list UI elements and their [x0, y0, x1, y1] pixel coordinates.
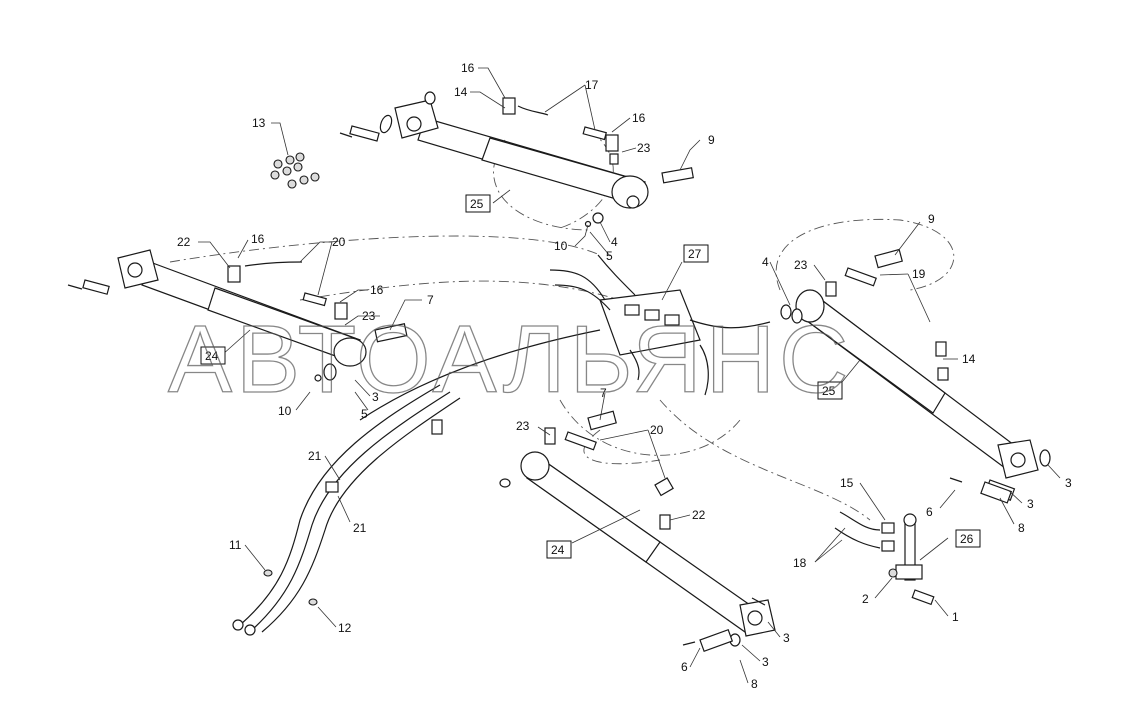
callout-3: 3	[372, 390, 379, 404]
callout-25: 25	[470, 197, 484, 211]
callout-4: 4	[611, 235, 618, 249]
valve-block	[359, 254, 771, 421]
callout-22: 22	[692, 508, 706, 522]
callout-4: 4	[762, 255, 769, 269]
callout-3: 3	[783, 631, 790, 645]
long-hoses	[232, 384, 461, 636]
callout-5: 5	[606, 249, 613, 263]
callout-12: 12	[338, 621, 352, 635]
hydraulic-cylinder-top	[339, 91, 649, 209]
callout-21: 21	[353, 521, 367, 535]
callout-23: 23	[637, 141, 651, 155]
callout-14: 14	[962, 352, 976, 366]
callout-9: 9	[928, 212, 935, 226]
small-pins	[263, 569, 318, 606]
watermark-text: АВТОАЛЬЯНС	[168, 306, 852, 413]
callout-5: 5	[361, 407, 368, 421]
callout-7: 7	[600, 386, 607, 400]
callout-labels: 16 14 17 16 23 9 13 25 10 4 5 22 16 20 1…	[177, 61, 1072, 691]
callout-25: 25	[822, 384, 836, 398]
callout-box-24	[200, 346, 226, 365]
nut-set	[270, 152, 320, 189]
callout-8: 8	[751, 677, 758, 691]
callout-21: 21	[308, 449, 322, 463]
callout-2: 2	[862, 592, 869, 606]
callout-20: 20	[332, 235, 346, 249]
callout-26: 26	[960, 532, 974, 546]
callout-3: 3	[1065, 476, 1072, 490]
top-fittings	[502, 97, 694, 228]
callout-13: 13	[252, 116, 266, 130]
callout-3: 3	[1027, 497, 1034, 511]
callout-10: 10	[554, 239, 568, 253]
callout-11: 11	[229, 538, 242, 552]
callout-box-25	[465, 194, 491, 213]
callout-7: 7	[427, 293, 434, 307]
callout-box-25	[817, 381, 843, 400]
hydraulic-cylinder-left	[67, 249, 408, 382]
leader-lines	[198, 67, 1061, 684]
callout-6: 6	[681, 660, 688, 674]
callout-23: 23	[516, 419, 530, 433]
callout-24: 24	[551, 543, 565, 557]
bracket-assembly	[834, 511, 935, 606]
callout-10: 10	[278, 404, 292, 418]
callout-16: 16	[461, 61, 475, 75]
callout-16: 16	[632, 111, 646, 125]
callout-box-24	[546, 540, 572, 559]
callout-1: 1	[952, 610, 959, 624]
callout-14: 14	[454, 85, 468, 99]
callout-8: 8	[1018, 521, 1025, 535]
callout-box-27	[683, 244, 709, 263]
callout-box-26	[955, 529, 981, 548]
callout-15: 15	[840, 476, 854, 490]
callout-6: 6	[926, 505, 933, 519]
callout-23: 23	[794, 258, 808, 272]
callout-22: 22	[177, 235, 191, 249]
callout-27: 27	[688, 247, 702, 261]
callout-16: 16	[251, 232, 265, 246]
hydraulic-cylinder-bottom	[499, 410, 776, 653]
callout-23: 23	[362, 309, 376, 323]
callout-16: 16	[370, 283, 384, 297]
callout-3: 3	[762, 655, 769, 669]
pins-right	[949, 477, 1013, 504]
callout-20: 20	[650, 423, 664, 437]
callout-18: 18	[793, 556, 807, 570]
callout-17: 17	[585, 78, 599, 92]
callout-9: 9	[708, 133, 715, 147]
callout-24: 24	[205, 349, 219, 363]
callout-19: 19	[912, 267, 926, 281]
